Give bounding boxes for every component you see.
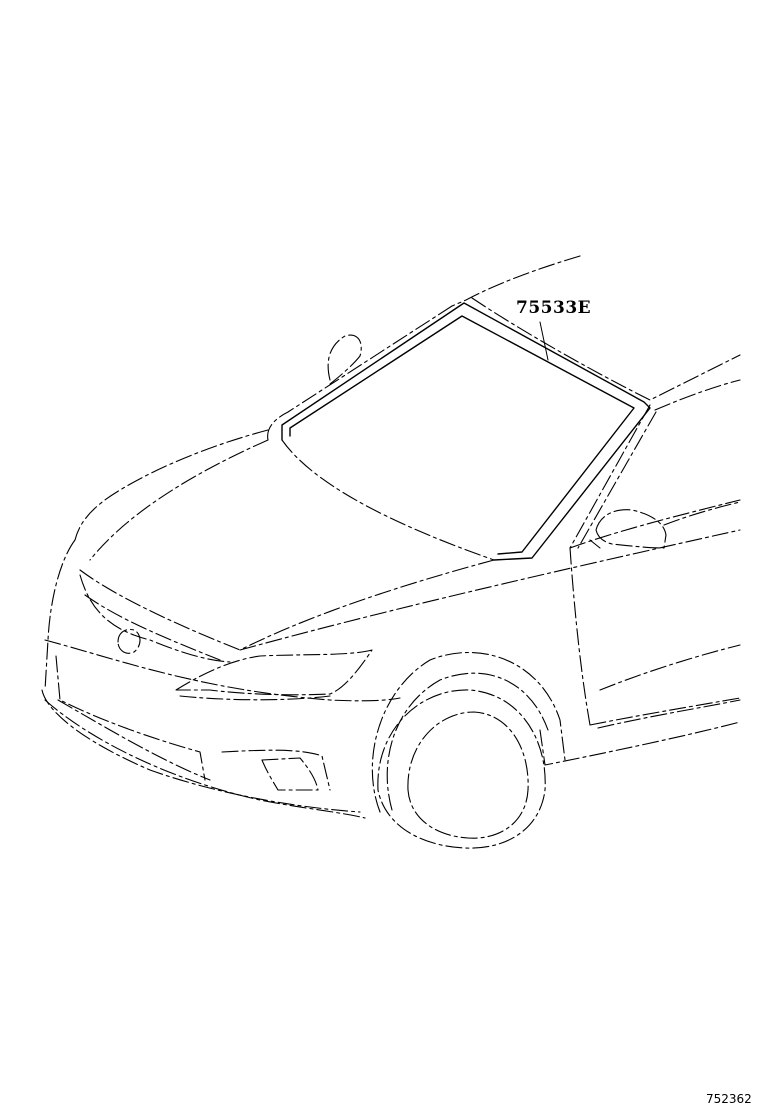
part-number-label: 75533E (516, 298, 592, 318)
grille-outline (79, 574, 231, 663)
hood-center (89, 439, 269, 561)
rocker-upper (589, 697, 741, 726)
windshield-lower-edge (281, 439, 495, 561)
mirror-left (327, 334, 362, 385)
headlight-lower (179, 695, 331, 701)
window-line (663, 501, 741, 526)
a-pillar-right-inner (577, 411, 657, 549)
rear-roof-line (654, 379, 741, 411)
hood-right-edge (239, 559, 495, 651)
headlight (175, 649, 373, 696)
door-lower (597, 699, 741, 729)
bumper-lip (44, 699, 366, 819)
door-front-edge (569, 547, 591, 726)
fog-light (261, 757, 319, 791)
a-pillar-right (569, 404, 651, 549)
bumper-intake (55, 655, 206, 781)
windshield-moulding-outer (281, 302, 651, 561)
mirror-right-base (589, 539, 601, 549)
front-left-corner (44, 539, 76, 691)
roof-side-line (471, 297, 741, 401)
tire-inner (407, 711, 529, 839)
bumper-top (44, 639, 401, 702)
bumper-lower-left (57, 699, 211, 781)
tire-outer (377, 689, 546, 849)
rocker-panel (539, 721, 741, 766)
hood-front-edge (79, 569, 241, 651)
body-beltline (569, 499, 741, 549)
fender-line (239, 529, 741, 651)
emblem (117, 628, 141, 654)
diagram-id-label: 752362 (706, 1092, 752, 1106)
windshield-moulding-inner (289, 315, 635, 555)
roof-line (451, 255, 581, 307)
mirror-right (595, 509, 667, 549)
windshield-frame-outer (267, 305, 453, 441)
bumper-side (221, 749, 331, 791)
bumper-bottom (41, 689, 361, 813)
wheel-arch-outer (371, 652, 566, 813)
wheel-arch-inner (386, 672, 549, 811)
hood-top (74, 429, 269, 541)
door-line (599, 644, 741, 691)
grille-upper (84, 594, 221, 661)
leader-line (539, 321, 549, 361)
